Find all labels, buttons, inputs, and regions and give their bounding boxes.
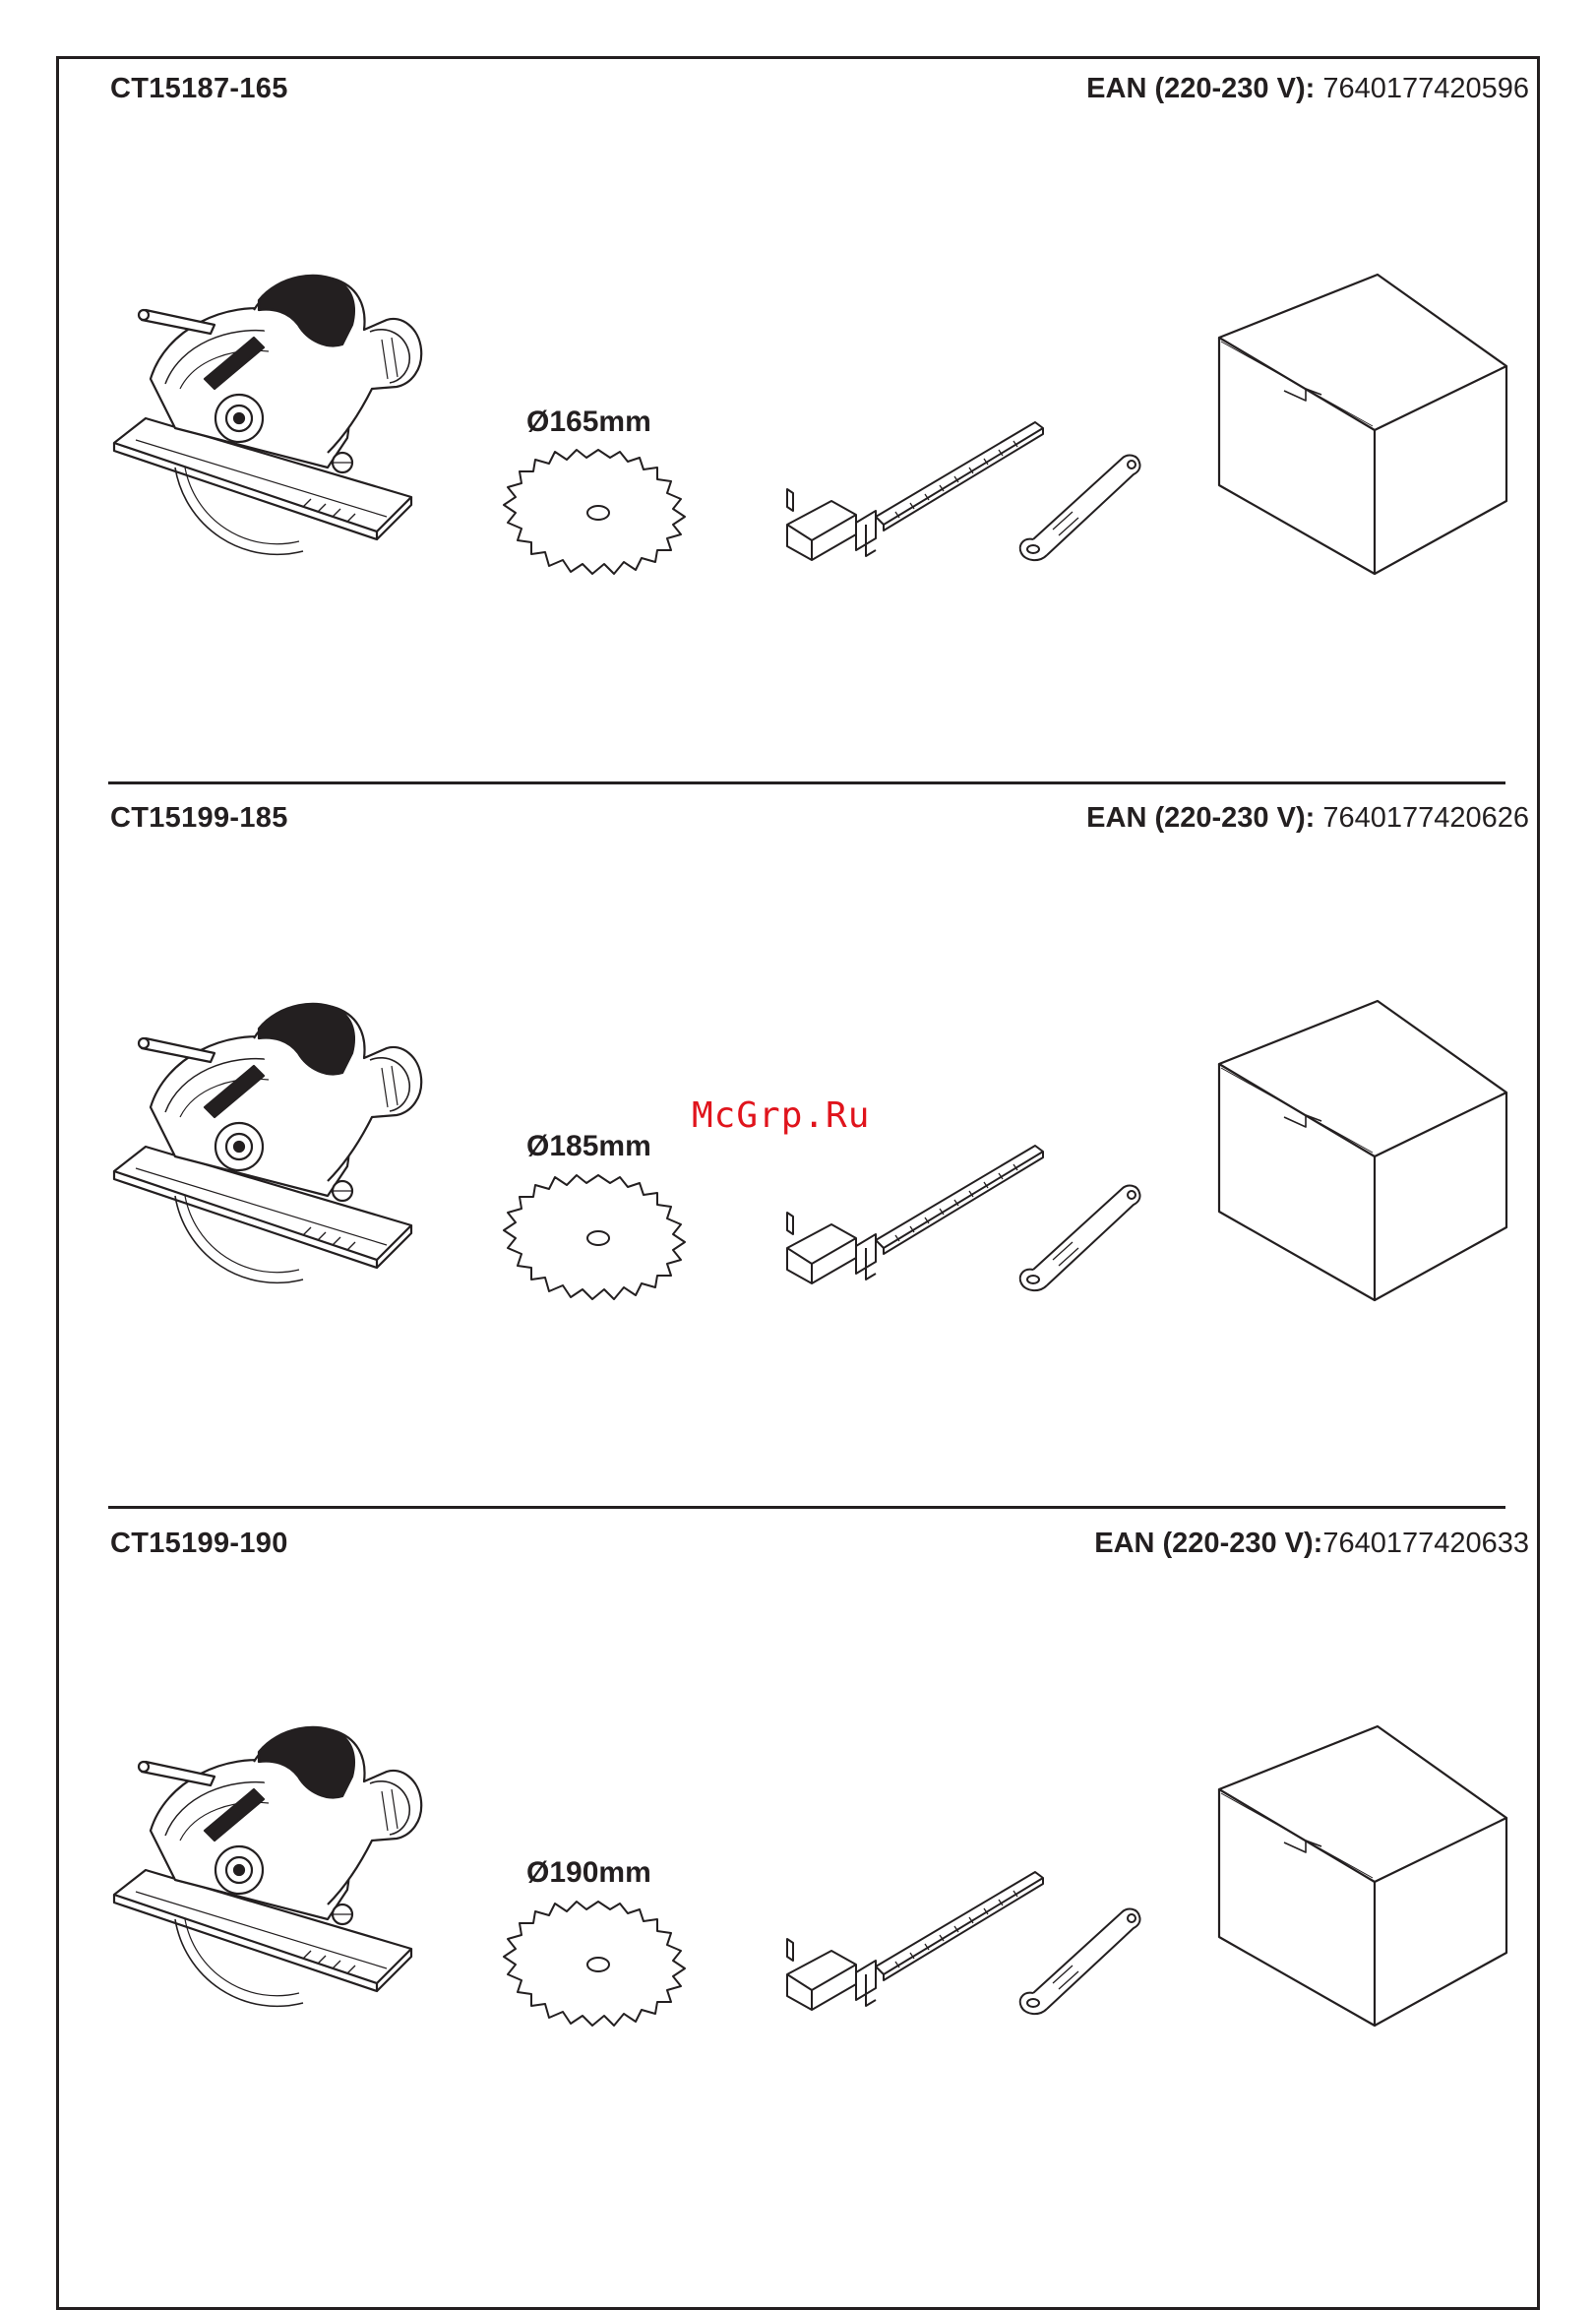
parallel-guide-icon — [777, 408, 1053, 566]
ean-value: 7640177420633 — [1322, 1528, 1529, 1559]
packaging-box-icon — [1215, 1724, 1510, 2029]
ean-code: EAN (220-230 V): 7640177420596 — [1086, 73, 1529, 105]
model-number: CT15199-185 — [110, 802, 288, 835]
ean-value: 7640177420626 — [1315, 802, 1529, 834]
spanner-icon — [1013, 1895, 1151, 2023]
ean-label: EAN (220-230 V): — [1094, 1528, 1322, 1559]
blade-diameter: Ø165mm — [526, 406, 651, 439]
section-divider — [108, 1506, 1505, 1509]
circular-saw-icon — [106, 1722, 441, 2018]
packaging-box-icon — [1215, 999, 1510, 1304]
spanner-icon — [1013, 441, 1151, 569]
section-divider — [108, 781, 1505, 784]
blade-diameter: Ø185mm — [526, 1130, 651, 1163]
packaging-box-icon — [1215, 273, 1510, 578]
circular-saw-icon — [106, 999, 441, 1294]
ean-value: 7640177420596 — [1315, 73, 1529, 104]
parallel-guide-icon — [777, 1858, 1053, 2016]
saw-blade-icon — [490, 1900, 706, 2028]
ean-label: EAN (220-230 V): — [1086, 802, 1315, 834]
circular-saw-icon — [106, 271, 441, 566]
blade-diameter: Ø190mm — [526, 1856, 651, 1890]
ean-code: EAN (220-230 V): 7640177420626 — [1086, 802, 1529, 835]
ean-code: EAN (220-230 V):7640177420633 — [1094, 1528, 1529, 1560]
parallel-guide-icon — [777, 1132, 1053, 1289]
saw-blade-icon — [490, 448, 706, 576]
saw-blade-icon — [490, 1173, 706, 1301]
watermark: McGrp.Ru — [692, 1095, 870, 1136]
ean-label: EAN (220-230 V): — [1086, 73, 1315, 104]
model-number: CT15199-190 — [110, 1528, 288, 1560]
spanner-icon — [1013, 1171, 1151, 1299]
model-number: CT15187-165 — [110, 73, 288, 105]
